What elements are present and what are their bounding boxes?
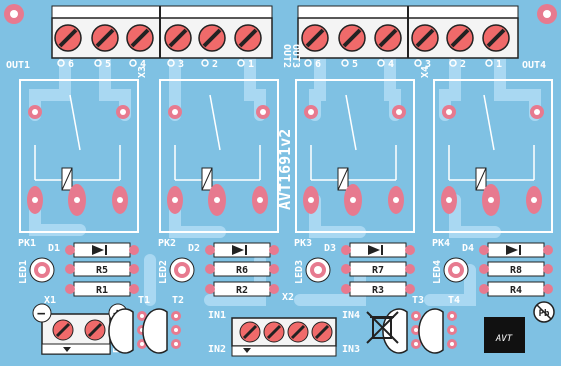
screw-terminal — [164, 24, 192, 52]
out3-label: OUT3 — [290, 44, 301, 68]
led-label: LED2 — [158, 260, 169, 284]
pin-number: 2 — [460, 59, 466, 70]
in2-label: IN2 — [208, 344, 226, 355]
screw-terminal — [198, 24, 226, 52]
transistor-label: T3 — [412, 295, 424, 306]
power-connector — [32, 303, 128, 355]
pk-label: PK3 — [294, 238, 312, 249]
screw-terminal — [126, 24, 154, 52]
resistor-label: R2 — [236, 285, 248, 296]
screw-terminal — [54, 24, 82, 52]
screw-terminal — [446, 24, 474, 52]
pin-number: 4 — [388, 59, 394, 70]
transistor-label: T4 — [448, 295, 460, 306]
mounting-holes — [4, 4, 557, 24]
resistor-label: R5 — [96, 265, 108, 276]
board-label: AVT1691v2 — [276, 129, 294, 210]
x2-label: X2 — [282, 292, 294, 303]
screw-terminal — [234, 24, 262, 52]
led-label: LED1 — [18, 260, 29, 284]
relay — [159, 79, 279, 233]
diode-label: D3 — [324, 243, 336, 254]
led-label: LED4 — [432, 260, 443, 284]
pin-number: 1 — [248, 59, 254, 70]
minus-label: − — [37, 306, 45, 322]
pin-number: 6 — [68, 59, 74, 70]
input-connector — [231, 317, 337, 357]
transistor-label: T1 — [138, 295, 150, 306]
x3-label: X3 — [137, 66, 148, 78]
transistor: T1 — [108, 295, 150, 354]
screw-terminal — [338, 24, 366, 52]
pin-number: 3 — [178, 59, 184, 70]
screw-terminal — [482, 24, 510, 52]
x4-label: X4 — [420, 66, 431, 78]
relay — [19, 79, 139, 233]
pin-number: 2 — [212, 59, 218, 70]
output-terminal-right — [297, 5, 519, 59]
pb-free-mark: Pb — [533, 301, 555, 323]
pin-number: 6 — [315, 59, 321, 70]
transistor-label: T2 — [172, 295, 184, 306]
in4-label: IN4 — [342, 310, 360, 321]
screw-terminal — [411, 24, 439, 52]
resistor-label: R6 — [236, 265, 248, 276]
transistor: T2 — [142, 295, 184, 354]
screw-terminal — [301, 24, 329, 52]
out1-label: OUT1 — [6, 60, 30, 71]
pin-number: 3 — [425, 59, 431, 70]
out4-label: OUT4 — [522, 60, 546, 71]
pb-label: Pb — [539, 309, 550, 319]
out2-label: OUT2 — [281, 44, 292, 68]
logo-text: AVT — [495, 334, 513, 344]
pk-label: PK4 — [432, 238, 450, 249]
relay — [295, 79, 415, 233]
resistor-label: R3 — [372, 285, 384, 296]
pin-number: 5 — [352, 59, 358, 70]
transistors: T1 T2 T3 T4 — [108, 295, 460, 354]
resistor-label: R8 — [510, 265, 522, 276]
resistor-label: R7 — [372, 265, 384, 276]
in3-label: IN3 — [342, 344, 360, 355]
in1-label: IN1 — [208, 310, 226, 321]
screw-terminal — [374, 24, 402, 52]
x1-label: X1 — [44, 295, 56, 306]
output-terminal-left — [51, 5, 273, 59]
pk-label: PK1 — [18, 238, 36, 249]
transistor: T4 — [418, 295, 460, 354]
transistor: T3 — [382, 295, 424, 354]
output-pin-labels: 6 5 4 3 2 1 6 5 4 3 2 1 — [57, 59, 502, 70]
pin-number: 1 — [496, 59, 502, 70]
led-label: LED3 — [294, 260, 305, 284]
pin-number: 5 — [105, 59, 111, 70]
relays — [19, 79, 553, 233]
resistor-label: R4 — [510, 285, 522, 296]
diode-label: D1 — [48, 243, 60, 254]
screw-terminals — [54, 24, 510, 52]
pk-label: PK2 — [158, 238, 176, 249]
weee-bin-icon — [366, 311, 399, 344]
diode-label: D2 — [188, 243, 200, 254]
avt-logo: AVT — [484, 317, 525, 353]
resistor-label: R1 — [96, 285, 108, 296]
screw-terminal — [91, 24, 119, 52]
pin-number: 4 — [140, 59, 146, 70]
diode-label: D4 — [462, 243, 474, 254]
relay — [433, 79, 553, 233]
